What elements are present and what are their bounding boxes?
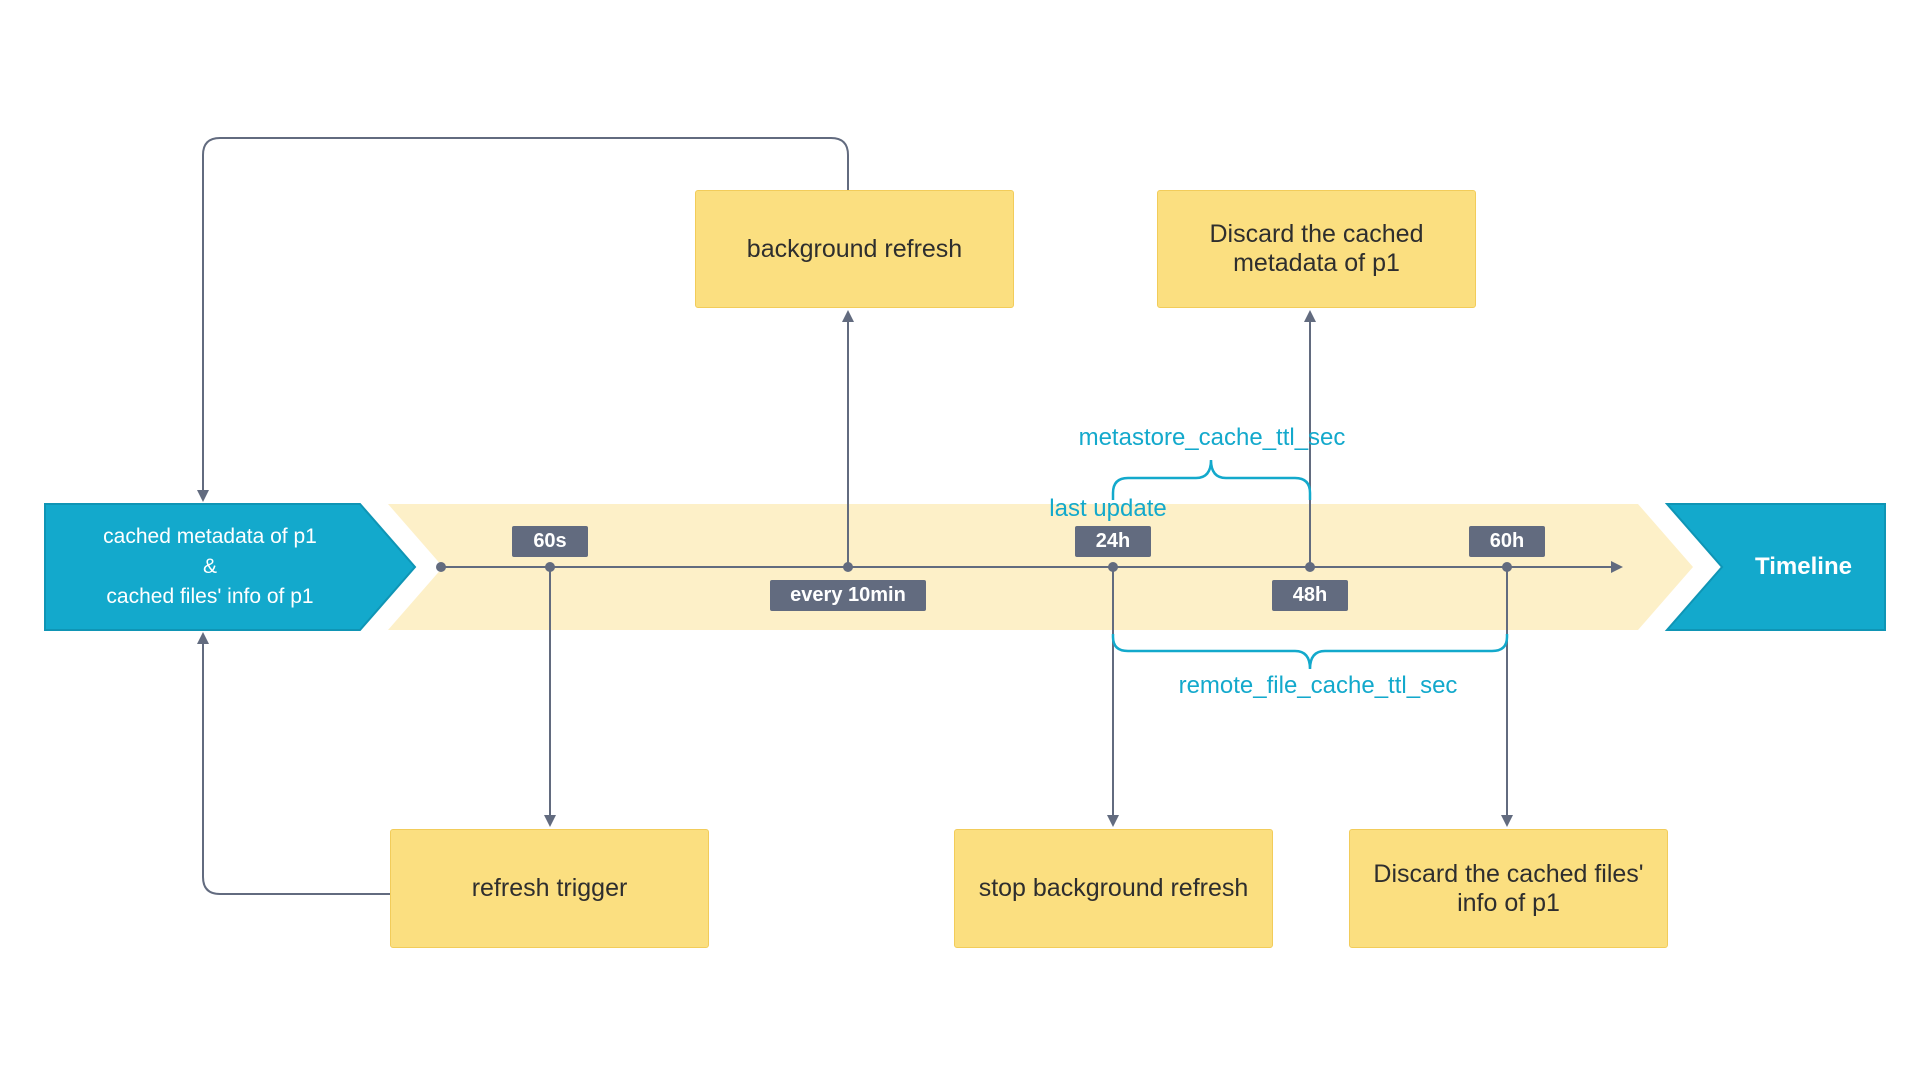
start-node-line2: & [202, 555, 217, 578]
metastore-ttl-brace [1111, 459, 1312, 500]
start-node-label: cached metadata of p1 & cached files' in… [45, 504, 375, 630]
tag-every-10min: every 10min [770, 580, 926, 611]
start-node-line1: cached metadata of p1 [103, 525, 317, 548]
box-stop-background-refresh: stop background refresh [954, 829, 1273, 948]
tag-48h: 48h [1272, 580, 1348, 611]
loop-background-refresh-to-start [197, 137, 849, 502]
tag-60h: 60h [1469, 526, 1545, 557]
last-update-label: last update [1049, 495, 1167, 522]
loop-refresh-trigger-to-start [197, 632, 390, 895]
metastore-ttl-label: metastore_cache_ttl_sec [1078, 424, 1346, 451]
tag-60s: 60s [512, 526, 588, 557]
timeline-origin-dot [436, 562, 446, 572]
end-node-shape [1664, 503, 1886, 631]
box-discard-metadata: Discard the cached metadata of p1 [1157, 190, 1476, 308]
end-node-label: Timeline [1755, 553, 1852, 580]
start-node-shape [44, 503, 417, 631]
start-node-line3: cached files' info of p1 [106, 585, 314, 608]
remote-file-ttl-brace [1111, 634, 1509, 670]
box-discard-files-info: Discard the cached files' info of p1 [1349, 829, 1668, 948]
remote-file-ttl-label: remote_file_cache_ttl_sec [1178, 672, 1458, 699]
box-refresh-trigger: refresh trigger [390, 829, 709, 948]
box-background-refresh: background refresh [695, 190, 1014, 308]
tag-24h: 24h [1075, 526, 1151, 557]
